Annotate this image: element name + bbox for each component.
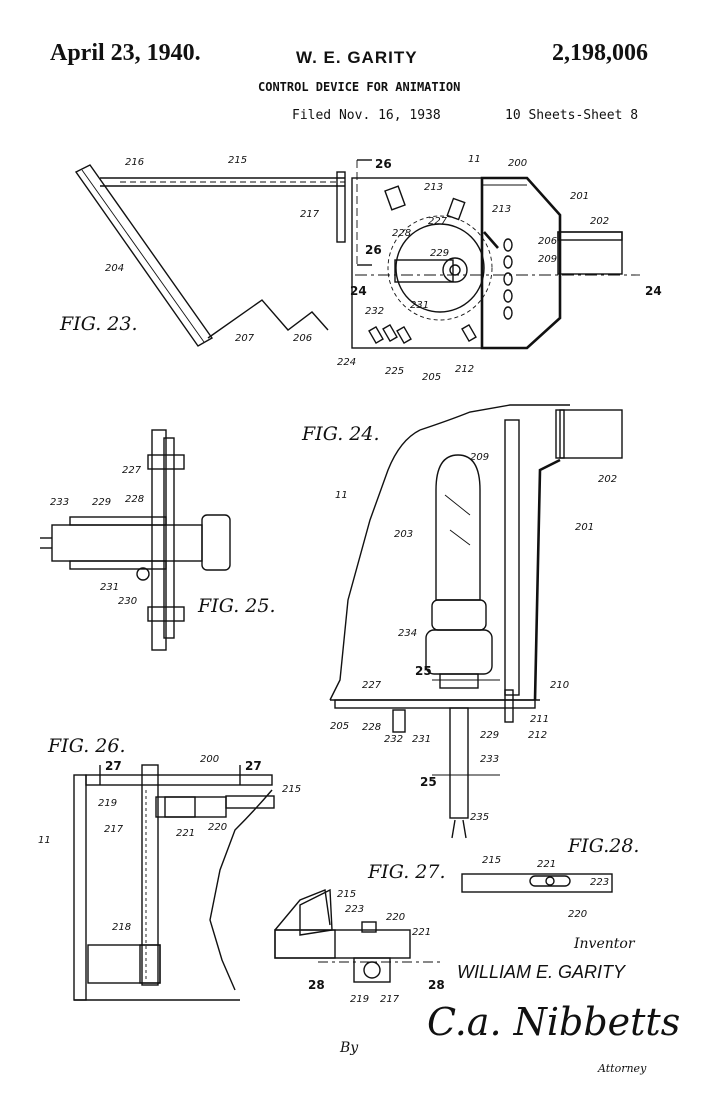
ref-numeral: 213: [492, 204, 511, 215]
ref-numeral: 225: [385, 366, 404, 377]
ref-numeral: 221: [537, 859, 556, 870]
ref-numeral: 220: [568, 909, 587, 920]
fig-23-label: FIG. 23.: [59, 313, 137, 335]
ref-numeral: 215: [228, 155, 247, 166]
figure-23-drawing: [74, 159, 640, 350]
figure-24-drawing: [329, 404, 623, 839]
ref-numeral: 209: [470, 452, 489, 463]
ref-numeral: 215: [482, 855, 501, 866]
section-marker: 24: [645, 284, 662, 298]
ref-numeral: 201: [570, 191, 589, 202]
ref-numeral: 202: [598, 474, 617, 485]
fig-27-label: FIG. 27.: [367, 861, 445, 883]
figure-28-drawing: [461, 873, 613, 893]
section-marker: 28: [308, 978, 325, 992]
ref-numeral: 211: [530, 714, 549, 725]
ref-numeral: 221: [176, 828, 195, 839]
ref-numeral: 229: [480, 730, 499, 741]
ref-numeral: 212: [528, 730, 547, 741]
section-marker: 24: [350, 284, 367, 298]
ref-numeral: 227: [122, 465, 142, 476]
ref-numeral: 201: [575, 522, 594, 533]
ref-numeral: 213: [424, 182, 443, 193]
ref-numeral: 231: [412, 734, 431, 745]
ref-numeral: 223: [345, 904, 364, 915]
ref-numeral: 203: [394, 529, 413, 540]
by-label: By: [339, 1040, 359, 1056]
attorney-signature: C.a. Nibbetts: [427, 1000, 680, 1044]
fig-24-label: FIG. 24.: [301, 423, 379, 445]
ref-numeral: 232: [384, 734, 403, 745]
ref-numeral: 228: [392, 228, 411, 239]
fig-25-label: FIG. 25.: [197, 595, 275, 617]
ref-numeral: 234: [398, 628, 417, 639]
ref-numeral: 209: [538, 254, 557, 265]
ref-numeral: 204: [105, 263, 124, 274]
ref-numeral: 217: [300, 209, 320, 220]
ref-numeral: 200: [508, 158, 527, 169]
ref-numeral: 224: [337, 357, 356, 368]
ref-numeral: 220: [208, 822, 227, 833]
ref-numeral: 235: [470, 812, 489, 823]
figure-27-drawing: [274, 888, 440, 983]
figure-25-drawing: [40, 429, 231, 651]
patent-number: 2,198,006: [552, 40, 648, 66]
ref-numeral: 220: [386, 912, 405, 923]
ref-numeral: 227: [362, 680, 382, 691]
ref-numeral: 219: [350, 994, 369, 1005]
ref-numeral: 228: [125, 494, 144, 505]
ref-numeral: 217: [104, 824, 124, 835]
ref-numeral: 207: [235, 333, 255, 344]
fig-26-label: FIG. 26.: [47, 735, 125, 757]
ref-numeral: 11: [335, 490, 348, 501]
patent-date: April 23, 1940.: [50, 40, 201, 66]
section-marker: 25: [420, 775, 437, 789]
sheet-count: 10 Sheets-Sheet 8: [505, 108, 639, 123]
ref-numeral: 218: [112, 922, 131, 933]
ref-numeral: 223: [590, 877, 609, 888]
ref-numeral: 205: [330, 721, 349, 732]
ref-numeral: 215: [282, 784, 301, 795]
ref-numeral: 202: [590, 216, 609, 227]
ref-numeral: 206: [293, 333, 312, 344]
ref-numeral: 228: [362, 722, 381, 733]
ref-numeral: 200: [200, 754, 219, 765]
patent-title: CONTROL DEVICE FOR ANIMATION: [258, 80, 461, 94]
ref-numeral: 221: [412, 927, 431, 938]
ref-numeral: 231: [100, 582, 119, 593]
section-marker: 28: [428, 978, 445, 992]
ref-numeral: 11: [38, 835, 51, 846]
ref-numeral: 212: [455, 364, 474, 375]
filing-date: Filed Nov. 16, 1938: [292, 108, 441, 123]
ref-numeral: 233: [480, 754, 499, 765]
inventor-name-header: W. E. GARITY: [296, 48, 418, 67]
ref-numeral: 206: [538, 236, 557, 247]
ref-numeral: 210: [550, 680, 569, 691]
ref-numeral: 230: [118, 596, 137, 607]
ref-numeral: 11: [468, 154, 481, 165]
ref-numeral: 231: [410, 300, 429, 311]
section-marker: 25: [415, 664, 432, 678]
section-marker: 26: [375, 157, 392, 171]
section-marker: 27: [105, 759, 122, 773]
ref-numeral: 233: [50, 497, 69, 508]
ref-numeral: 227: [428, 216, 448, 227]
ref-numeral: 219: [98, 798, 117, 809]
section-marker: 27: [245, 759, 262, 773]
inventor-signature-name: WILLIAM E. GARITY: [457, 962, 627, 982]
ref-numeral: 232: [365, 306, 384, 317]
fig-28-label: FIG.28.: [567, 835, 639, 857]
ref-numeral: 229: [430, 248, 449, 259]
ref-numeral: 217: [380, 994, 400, 1005]
inventor-caption: Inventor: [573, 936, 636, 952]
section-marker: 26: [365, 243, 382, 257]
ref-numeral: 216: [125, 157, 144, 168]
ref-numeral: 205: [422, 372, 441, 383]
figure-26-drawing: [73, 764, 275, 1001]
ref-numeral: 229: [92, 497, 111, 508]
ref-numeral: 215: [337, 889, 356, 900]
attorney-caption: Attorney: [597, 1062, 647, 1075]
